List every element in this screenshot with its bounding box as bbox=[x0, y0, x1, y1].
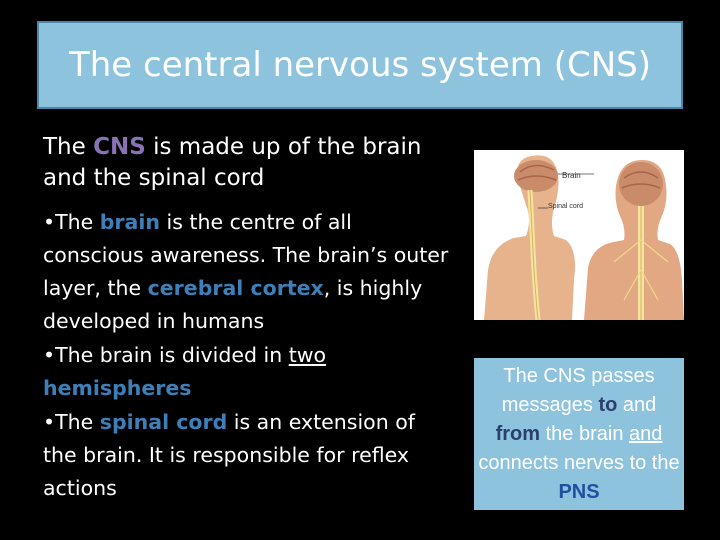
bullet3-spinal-term: spinal cord bbox=[99, 410, 228, 434]
bullet1-cortex-term: cerebral cortex bbox=[147, 276, 324, 300]
bullet2-two: two bbox=[288, 343, 327, 367]
label-spinal-cord: Spinal cord bbox=[548, 203, 583, 210]
content-area: The CNS is made up of the brain and the … bbox=[43, 132, 455, 506]
info-text-3: the brain bbox=[540, 422, 630, 445]
label-brain: Brain bbox=[562, 171, 581, 180]
bullet3-text-2: is an extension of the brain. It is resp… bbox=[43, 410, 415, 500]
info-from: from bbox=[495, 422, 541, 445]
slide-title: The central nervous system (CNS) bbox=[68, 45, 652, 85]
bullet1-text-1: •The bbox=[43, 210, 100, 234]
cns-illustration: Brain Spinal cord bbox=[474, 150, 684, 320]
info-box: The CNS passes messages to and from the … bbox=[474, 358, 684, 510]
info-box-text: The CNS passes messages to and from the … bbox=[478, 362, 680, 507]
bullet2-hemispheres-term: hemispheres bbox=[43, 376, 192, 400]
side-view-figure bbox=[484, 155, 575, 320]
intro-paragraph: The CNS is made up of the brain and the … bbox=[43, 132, 455, 194]
bullet3-text-1: •The bbox=[43, 410, 100, 434]
bullet1-brain-term: brain bbox=[99, 210, 160, 234]
bullet-hemispheres: •The brain is divided in two hemispheres bbox=[43, 339, 455, 405]
cns-anatomy-drawing: Brain Spinal cord bbox=[484, 155, 684, 320]
info-text-4: connects nerves to the bbox=[478, 451, 680, 474]
bullet1-text-3: , is highly developed in humans bbox=[43, 276, 423, 333]
intro-text-2: is made up of the brain and the spinal c… bbox=[43, 134, 422, 191]
bullet1-text-2: is the centre of all conscious awareness… bbox=[43, 210, 449, 300]
info-text-2: and bbox=[617, 393, 657, 416]
info-pns: PNS bbox=[558, 480, 600, 503]
bullet-brain: •The brain is the centre of all consciou… bbox=[43, 206, 455, 338]
intro-text-1: The bbox=[43, 134, 94, 160]
intro-cns-term: CNS bbox=[93, 134, 146, 160]
bullet2-text-1: •The brain is divided in bbox=[43, 343, 289, 367]
back-view-figure bbox=[584, 160, 684, 320]
title-box: The central nervous system (CNS) bbox=[37, 21, 683, 109]
bullet-spinal-cord: •The spinal cord is an extension of the … bbox=[43, 406, 455, 505]
info-to: to bbox=[598, 393, 618, 416]
info-text-1: The CNS passes messages bbox=[501, 364, 655, 416]
info-and: and bbox=[629, 422, 663, 445]
